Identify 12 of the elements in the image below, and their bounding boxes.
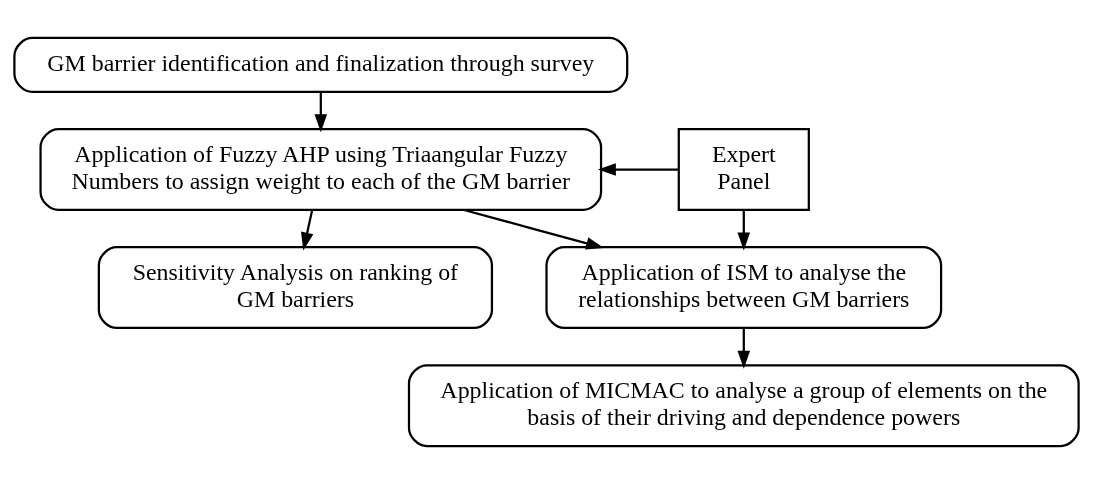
node-box: GM barrier identification and finalization through survey [13, 36, 629, 93]
arrow [301, 209, 314, 251]
node-box: Sensitivity Analysis on ranking of GM barriers [97, 246, 494, 330]
arrow [463, 208, 604, 250]
node-box: Expert Panel [677, 128, 810, 211]
node-box: Application of MICMAC to analyse a group of elements on the basis of their driving and dependence powers [407, 364, 1080, 448]
arrow [737, 209, 751, 251]
node-box: Application of Fuzzy AHP using Triaangular Fuzzy Numbers to assign weight to each of the GM barrier [39, 128, 603, 211]
arrow [597, 163, 679, 176]
arrow [737, 328, 751, 369]
arrow [314, 92, 328, 133]
node-box: Application of ISM to analyse the relationships between GM barriers [545, 246, 943, 330]
